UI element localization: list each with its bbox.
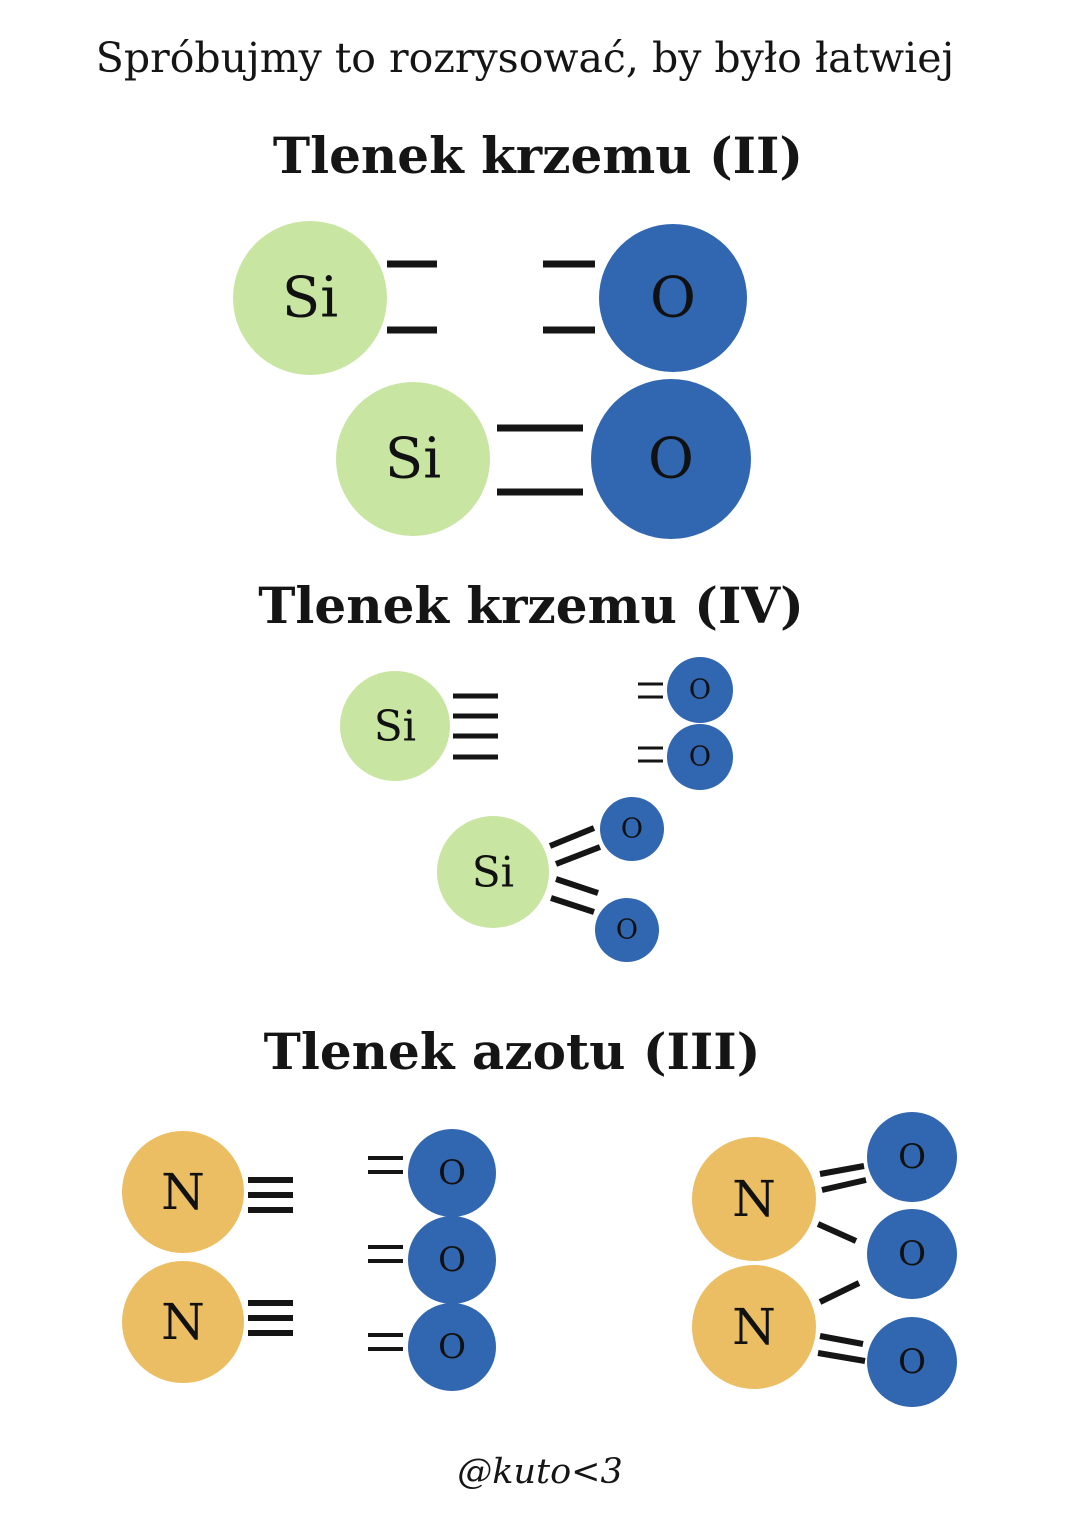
atom-n: N — [692, 1137, 816, 1261]
atom-label: O — [616, 915, 638, 946]
atom-label: O — [438, 1327, 466, 1367]
atom-circle — [437, 816, 549, 928]
atom-o: O — [600, 797, 664, 861]
atom-label: Si — [282, 266, 338, 331]
atom-o: O — [591, 379, 751, 539]
atom-o: O — [667, 657, 733, 723]
atom-circle — [692, 1137, 816, 1261]
atom-o: O — [595, 898, 659, 962]
atom-circle — [408, 1303, 496, 1391]
atom-circle — [599, 224, 747, 372]
atom-circle — [867, 1209, 957, 1299]
atom-label: N — [161, 1293, 205, 1351]
atom-label: N — [161, 1163, 205, 1221]
bond-line — [555, 876, 599, 896]
atom-label: O — [438, 1240, 466, 1280]
atom-label: Si — [472, 848, 514, 897]
bond-line — [550, 895, 595, 915]
atom-circle — [595, 898, 659, 962]
atom-circle — [667, 657, 733, 723]
bond-line — [818, 1280, 861, 1305]
atom-n: N — [122, 1261, 244, 1383]
atom-label: O — [621, 814, 643, 845]
atom-n: N — [122, 1131, 244, 1253]
author-credit: @kuto<3 — [457, 1452, 623, 1492]
atom-circle — [233, 221, 387, 375]
bond-line — [816, 1221, 858, 1244]
atom-o: O — [599, 224, 747, 372]
atom-circle — [667, 724, 733, 790]
atom-n: N — [692, 1265, 816, 1389]
atom-o: O — [867, 1112, 957, 1202]
atom-circle — [122, 1261, 244, 1383]
atom-circle — [867, 1112, 957, 1202]
atom-si: Si — [437, 816, 549, 928]
atom-o: O — [408, 1303, 496, 1391]
bond-line — [554, 844, 602, 867]
bond-line — [817, 1350, 866, 1364]
atom-o: O — [867, 1317, 957, 1407]
atom-circle — [867, 1317, 957, 1407]
atom-circle — [340, 671, 450, 781]
atom-label: O — [689, 675, 711, 706]
bond-line — [819, 1333, 864, 1347]
atom-label: O — [689, 742, 711, 773]
atom-label: O — [898, 1342, 926, 1382]
atom-label: O — [898, 1137, 926, 1177]
atom-circle — [122, 1131, 244, 1253]
atom-label: N — [732, 1170, 776, 1228]
atom-label: O — [648, 427, 694, 492]
atom-o: O — [867, 1209, 957, 1299]
atom-circle — [591, 379, 751, 539]
section-heading-tlenek-krzemu-ii: Tlenek krzemu (II) — [272, 126, 804, 185]
atom-label: O — [650, 266, 696, 331]
atom-circle — [600, 797, 664, 861]
atom-circle — [408, 1216, 496, 1304]
atom-o: O — [408, 1216, 496, 1304]
atom-circle — [692, 1265, 816, 1389]
atom-label: Si — [374, 702, 416, 751]
bond-line — [821, 1177, 867, 1193]
bond-line — [548, 825, 596, 849]
section-heading-tlenek-krzemu-iv: Tlenek krzemu (IV) — [258, 576, 804, 635]
atom-o: O — [408, 1129, 496, 1217]
bond-line — [819, 1163, 865, 1177]
page-title: Spróbujmy to rozrysować, by było łatwiej — [95, 34, 955, 82]
atom-label: N — [732, 1298, 776, 1356]
atom-label: O — [438, 1153, 466, 1193]
atom-si: Si — [340, 671, 450, 781]
atom-circle — [408, 1129, 496, 1217]
atom-si: Si — [336, 382, 490, 536]
atom-label: Si — [385, 427, 441, 492]
section-heading-tlenek-azotu-iii: Tlenek azotu (III) — [263, 1022, 761, 1081]
atom-circle — [336, 382, 490, 536]
atom-label: O — [898, 1234, 926, 1274]
atom-si: Si — [233, 221, 387, 375]
atom-o: O — [667, 724, 733, 790]
